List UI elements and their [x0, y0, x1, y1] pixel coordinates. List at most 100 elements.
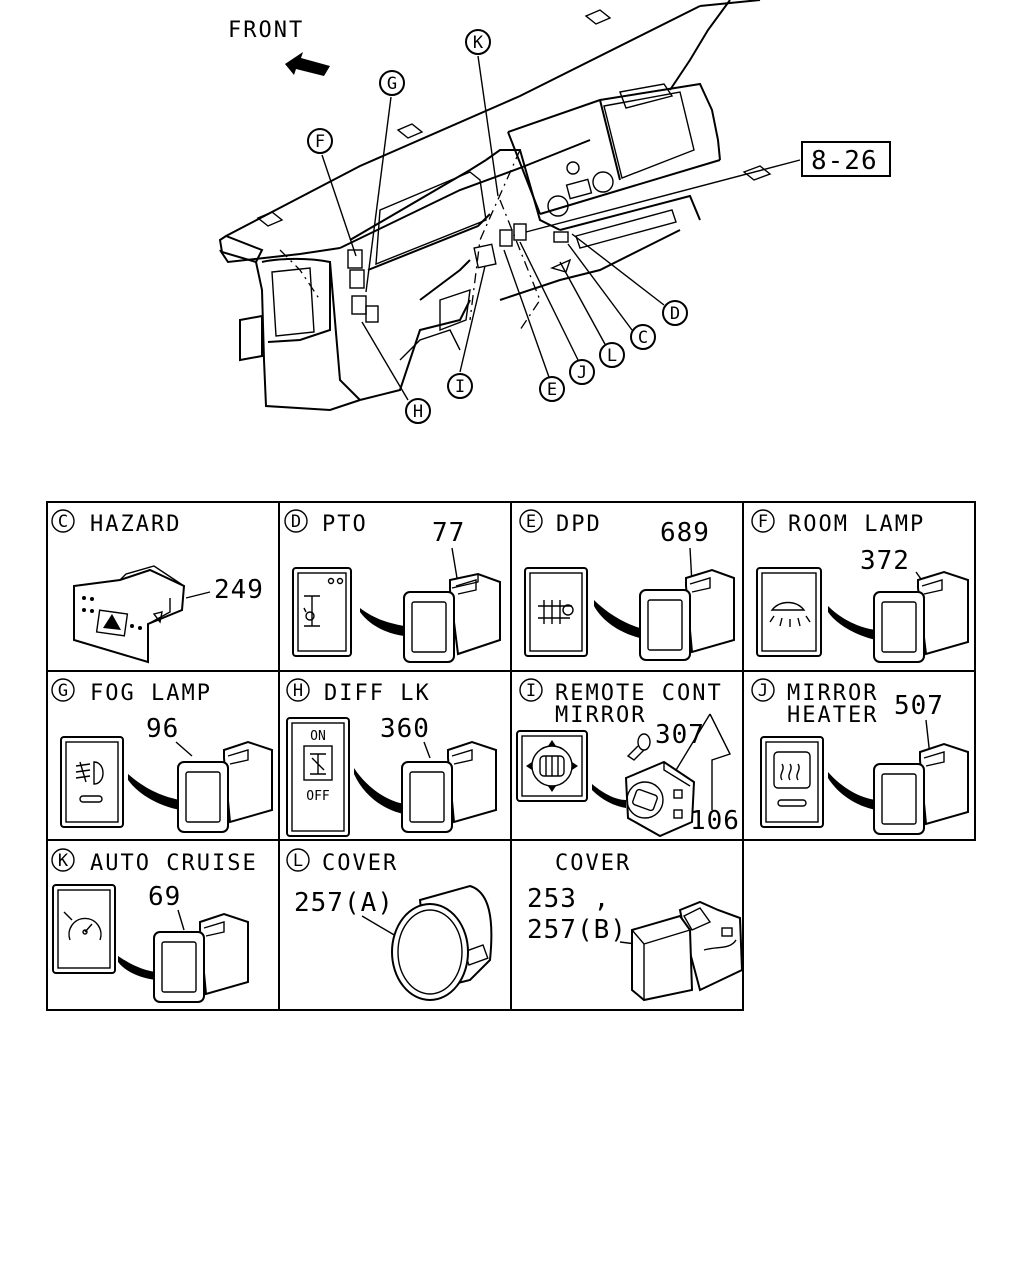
cell-j-title: MIRROR	[787, 681, 878, 706]
cell-g-fog-lamp: G FOG LAMP 96	[51, 678, 273, 833]
hazard-switch-drawing	[73, 565, 186, 664]
diff-lk-on-text: ON	[310, 729, 326, 744]
pto-switch-drawing	[403, 572, 501, 663]
cell-h-key: H	[293, 681, 303, 701]
cell-i-key: I	[526, 681, 536, 701]
callout-h: H	[405, 398, 431, 424]
diff-lk-off-text: OFF	[306, 789, 330, 804]
cell-c-key: C	[58, 512, 68, 532]
cell-k-auto-cruise: K AUTO CRUISE 69	[51, 848, 258, 1003]
cell-d-title: PTO	[322, 512, 368, 537]
cell-f-key: F	[758, 512, 768, 532]
cell-i-remote-mirror: I REMOTE CONT MIRROR 307 106	[516, 678, 740, 838]
cell-l-part: 257(A)	[294, 888, 394, 918]
diff-lk-pointer	[354, 768, 404, 814]
auto-cruise-pointer	[118, 956, 156, 980]
cell-cover-b: COVER 253 , 257(B)	[527, 851, 744, 1002]
mirror-pointer	[592, 784, 626, 808]
mirror-heater-switch-drawing	[873, 742, 969, 835]
callout-d: D	[662, 300, 688, 326]
cell-c-hazard: C HAZARD 249	[51, 509, 264, 664]
svg-text:J: J	[577, 363, 587, 383]
parts-grid	[46, 501, 976, 1011]
cell-i-part-a: 307	[655, 720, 705, 750]
svg-text:D: D	[670, 304, 680, 324]
svg-text:F: F	[315, 132, 325, 152]
svg-text:I: I	[455, 377, 465, 397]
cell-cover-b-title: COVER	[555, 851, 631, 876]
callout-g: G	[379, 70, 405, 96]
room-lamp-switch-drawing	[873, 570, 969, 663]
cell-e-key: E	[526, 512, 536, 532]
cell-i-title: REMOTE CONT	[555, 681, 723, 706]
cell-f-title: ROOM LAMP	[788, 512, 925, 537]
cell-g-key: G	[58, 681, 68, 701]
cell-j-mirror-heater: J MIRROR HEATER 507	[751, 678, 969, 835]
cell-g-title: FOG LAMP	[90, 681, 212, 706]
fog-lamp-switch-drawing	[177, 740, 273, 833]
svg-text:K: K	[473, 33, 484, 53]
mirror-heater-icon-plate	[760, 736, 824, 828]
room-lamp-icon-plate	[756, 567, 822, 657]
fog-lamp-pointer	[128, 774, 180, 810]
svg-text:C: C	[638, 328, 648, 348]
cell-f-room-lamp: F ROOM LAMP 372	[751, 509, 969, 663]
cell-h-diff-lk: H DIFF LK 360 ON OFF	[286, 678, 497, 837]
cell-d-key: D	[291, 512, 301, 532]
fog-lamp-icon-plate	[60, 736, 124, 828]
reference-page: 8-26	[811, 146, 878, 176]
cell-j-part: 507	[894, 691, 944, 721]
cell-e-dpd: E DPD 689	[519, 509, 735, 661]
dpd-icon-plate	[524, 567, 588, 657]
cell-k-title: AUTO CRUISE	[90, 851, 258, 876]
cell-e-part: 689	[660, 518, 710, 548]
callout-l: L	[599, 342, 625, 368]
dashboard-drawing	[218, 0, 772, 412]
cell-l-title: COVER	[322, 851, 398, 876]
cell-j-title2: HEATER	[787, 703, 878, 728]
cell-e-title: DPD	[556, 512, 602, 537]
callout-c: C	[630, 324, 656, 350]
round-cover-drawing	[391, 884, 493, 1001]
room-lamp-pointer	[828, 606, 876, 640]
cell-h-title: DIFF LK	[324, 681, 431, 706]
cell-i-title2: MIRROR	[555, 703, 646, 728]
cell-k-part: 69	[148, 882, 181, 912]
diff-lk-icon-plate: ON OFF	[286, 717, 350, 837]
cell-g-part: 96	[146, 714, 179, 744]
pto-icon-plate	[292, 567, 352, 657]
callout-f: F	[307, 128, 333, 154]
mirror-switch-drawing	[624, 760, 696, 838]
cell-d-pto: D PTO 77	[284, 509, 501, 663]
cell-c-title: HAZARD	[90, 512, 181, 537]
svg-text:H: H	[413, 402, 423, 422]
svg-text:E: E	[547, 380, 557, 400]
cell-l-cover: L COVER 257(A)	[286, 848, 493, 1001]
cell-l-key: L	[293, 851, 303, 871]
auto-cruise-switch-drawing	[153, 912, 249, 1003]
cell-i-part-b: 106	[690, 806, 740, 836]
square-cover-drawing	[631, 900, 744, 1002]
svg-text:G: G	[387, 74, 397, 94]
reference-box	[801, 141, 891, 177]
callout-j: J	[569, 359, 595, 385]
cell-j-key: J	[758, 681, 768, 701]
cell-f-part: 372	[860, 546, 910, 576]
auto-cruise-icon-plate	[52, 884, 116, 974]
callout-e: E	[539, 376, 565, 402]
pto-pointer	[360, 608, 404, 636]
cell-d-part: 77	[432, 518, 465, 548]
cell-c-part: 249	[214, 575, 264, 605]
mirror-heater-pointer	[828, 772, 876, 810]
front-label: FRONT	[228, 18, 304, 43]
cell-cover-b-part-a: 253 ,	[527, 884, 610, 914]
mirror-pin-drawing	[626, 733, 651, 761]
callout-i: I	[447, 373, 473, 399]
mirror-icon-plate	[516, 730, 588, 802]
callout-k: K	[465, 29, 491, 55]
cell-cover-b-part-b: 257(B)	[527, 915, 627, 945]
cell-k-key: K	[58, 851, 69, 871]
cell-h-part: 360	[380, 714, 430, 744]
dpd-switch-drawing	[639, 568, 735, 661]
